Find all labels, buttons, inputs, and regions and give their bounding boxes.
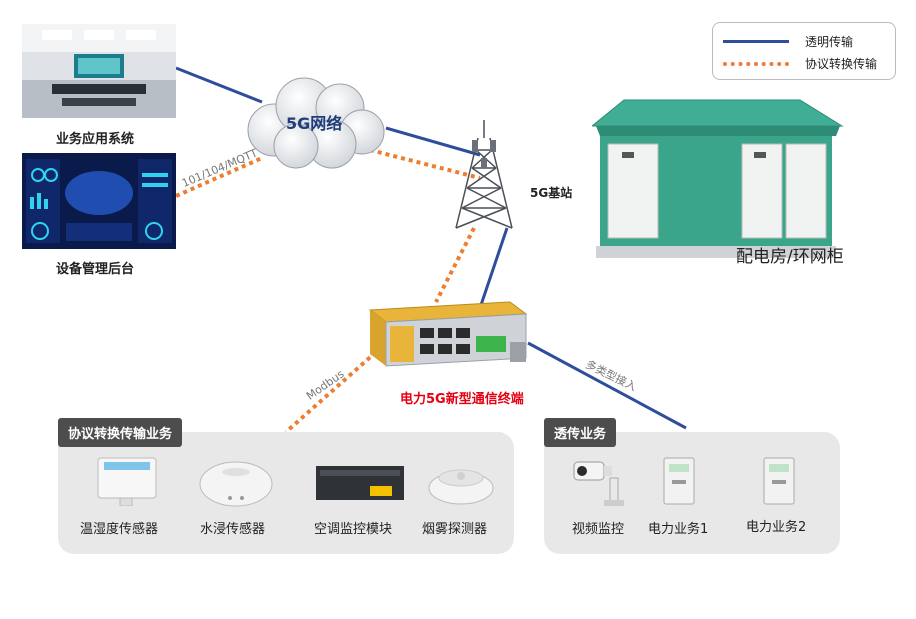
transparent-item-label: 电力业务2 <box>746 520 807 535</box>
power-meter-icon <box>663 457 695 505</box>
transparent-group: 透传业务 视频监控 电力业务1 电力业务2 <box>544 418 840 554</box>
protocol-item-label: 水浸传感器 <box>200 522 266 537</box>
protocol-item-label: 烟雾探测器 <box>422 522 488 537</box>
protocol-item-label: 空调监控模块 <box>314 522 393 537</box>
edge-tower-terminal <box>478 227 509 309</box>
transparent-item-label: 视频监控 <box>572 522 625 537</box>
temperature-humidity-sensor-icon <box>97 457 157 506</box>
video-camera-icon <box>573 461 624 506</box>
protocol-group-title: 协议转换传输业务 <box>58 418 183 447</box>
transparent-group-title: 透传业务 <box>544 418 617 447</box>
smoke-detector-icon <box>428 469 494 505</box>
legend: 透明传输 协议转换传输 <box>712 22 896 80</box>
legend-swatch-transparent <box>723 40 789 43</box>
substation-photo-icon <box>592 99 844 258</box>
edge-cloud-tower-proto <box>369 148 481 180</box>
device-backend-label: 设备管理后台 <box>56 262 135 277</box>
terminal-label: 电力5G新型通信终端 <box>400 392 524 407</box>
edge-tower-terminal-proto <box>434 227 476 303</box>
router-icon <box>368 301 528 367</box>
power-meter-icon <box>763 457 795 505</box>
base-station-label: 5G基站 <box>530 186 573 200</box>
edge-cloud-tower <box>385 126 481 157</box>
network-label: 5G网络 <box>286 114 343 133</box>
edge-terminal-transparent-group <box>527 341 687 430</box>
ac-monitor-module-icon <box>316 466 404 500</box>
substation-label: 配电房/环网柜 <box>736 247 844 267</box>
business-system-label: 业务应用系统 <box>56 132 135 147</box>
protocol-item-label: 温湿度传感器 <box>80 522 159 537</box>
dashboard-screenshot-icon <box>22 153 176 249</box>
edge-business-cloud <box>175 66 263 104</box>
legend-label-transparent: 透明传输 <box>805 35 854 49</box>
transparent-item-label: 电力业务1 <box>648 522 709 537</box>
control-room-photo-icon <box>22 24 176 118</box>
legend-swatch-protocol <box>723 62 789 66</box>
protocol-group: 协议转换传输业务 温湿度传感器 水浸传感器 空调监控模块 烟雾探测器 <box>58 418 514 554</box>
legend-label-protocol: 协议转换传输 <box>805 57 878 71</box>
water-leak-sensor-icon <box>199 461 273 507</box>
cloud-icon <box>247 77 385 169</box>
tower-icon <box>455 120 513 229</box>
